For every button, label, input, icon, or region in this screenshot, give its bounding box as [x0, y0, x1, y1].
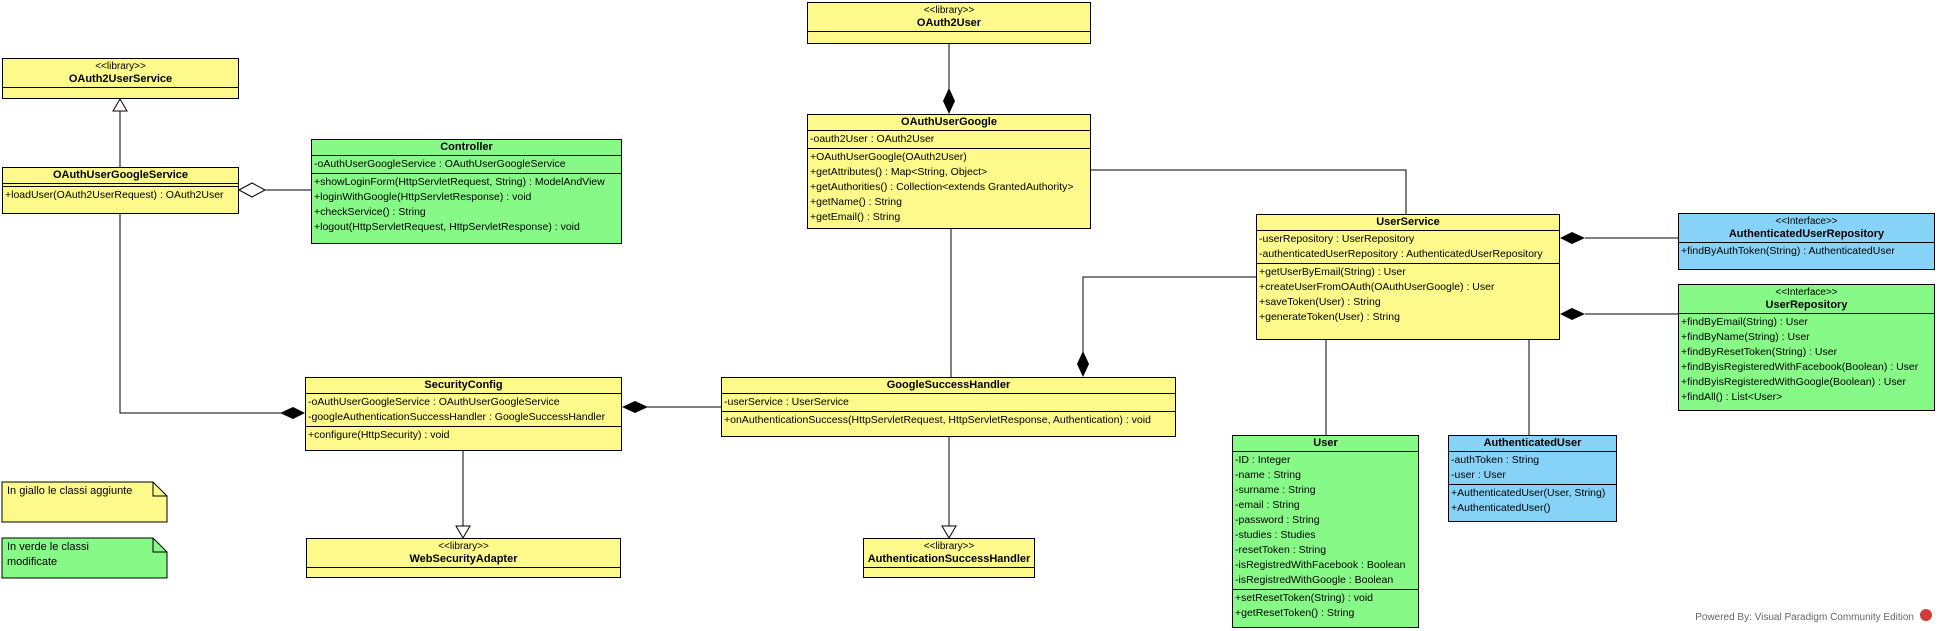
operation: +saveToken(User) : String [1259, 296, 1381, 308]
attribute: -isRegistredWithFacebook : Boolean [1235, 559, 1406, 571]
interface-userrepository: <<Interface>> UserRepository +findByEmai… [1678, 284, 1935, 411]
stereotype-label: <<library>> [923, 5, 975, 16]
interface-authenticateduserrepository: <<Interface>> AuthenticatedUserRepositor… [1678, 213, 1935, 270]
operation: +generateToken(User) : String [1259, 311, 1400, 323]
generalization-arrow [112, 98, 128, 112]
class-name: UserRepository [1765, 299, 1848, 311]
class-oauthusergoogleservice: OAuthUserGoogleService +loadUser(OAuth2U… [2, 167, 239, 214]
class-oauth2user: <<library>> OAuth2User [807, 2, 1091, 44]
operation: +getAttributes() : Map<String, Object> [810, 166, 988, 178]
operation: +getName() : String [810, 196, 902, 208]
class-name: AuthenticationSuccessHandler [867, 553, 1031, 565]
attribute: -ID : Integer [1235, 454, 1291, 466]
class-userservice: UserService -userRepository : UserReposi… [1256, 214, 1560, 340]
operation: +configure(HttpSecurity) : void [308, 429, 450, 441]
class-controller: Controller -oAuthUserGoogleService : OAu… [311, 139, 622, 244]
composition-diamond [622, 401, 648, 413]
note-green-shape [1, 537, 168, 579]
class-name: UserService [1376, 216, 1440, 228]
generalization-arrow [455, 525, 471, 539]
class-oauth2userservice: <<library>> OAuth2UserService [2, 58, 239, 99]
class-name: SecurityConfig [424, 379, 503, 391]
class-user: User -ID : Integer -name : String -surna… [1232, 435, 1419, 628]
attribute: -surname : String [1235, 484, 1316, 496]
composition-diamond [280, 407, 305, 419]
class-name: AuthenticatedUserRepository [1728, 228, 1885, 240]
composition-diamond [1077, 351, 1089, 377]
edge-userservice-handler [1082, 276, 1256, 352]
note-added-classes: In giallo le classi aggiunte [7, 485, 133, 497]
operation: +loginWithGoogle(HttpServletResponse) : … [314, 191, 532, 203]
operation: +findByEmail(String) : User [1681, 316, 1808, 328]
class-name: OAuthUserGoogleService [52, 169, 189, 181]
edge-service-securityconfig [119, 214, 282, 414]
stereotype-label: <<Interface>> [1775, 287, 1838, 298]
operation: +createUserFromOAuth(OAuthUserGoogle) : … [1259, 281, 1495, 293]
operation: +showLoginForm(HttpServletRequest, Strin… [314, 176, 605, 188]
operation: +loadUser(OAuth2UserRequest) : OAuth2Use… [5, 189, 224, 201]
footer-watermark: Powered By: Visual Paradigm Community Ed… [1695, 612, 1914, 623]
composition-diamond [1560, 308, 1585, 320]
edge-oauthusergoogle-userservice [1091, 169, 1407, 214]
attribute: -oAuthUserGoogleService : OAuthUserGoogl… [314, 158, 566, 170]
operation: +findByName(String) : User [1681, 331, 1810, 343]
class-name: GoogleSuccessHandler [886, 379, 1011, 391]
operation: +getEmail() : String [810, 211, 901, 223]
note-yellow-shape [1, 481, 168, 523]
composition-diamond [1560, 232, 1585, 244]
operation: +findAll() : List<User> [1681, 391, 1783, 403]
class-name: User [1313, 437, 1338, 449]
operation: +getUserByEmail(String) : User [1259, 266, 1406, 278]
stereotype-label: <<library>> [95, 61, 146, 72]
operation: +getResetToken() : String [1235, 607, 1355, 619]
operation: +AuthenticatedUser() [1451, 502, 1551, 514]
attribute: -oauth2User : OAuth2User [810, 133, 935, 145]
operation: +findByisRegisteredWithFacebook(Boolean)… [1681, 361, 1919, 373]
stereotype-label: <<library>> [923, 541, 975, 552]
operation: +OAuthUserGoogle(OAuth2User) [810, 151, 967, 163]
class-name: OAuth2UserService [68, 73, 173, 85]
operation: +logout(HttpServletRequest, HttpServletR… [314, 221, 580, 233]
class-authenticationsuccesshandler: <<library>> AuthenticationSuccessHandler [863, 538, 1035, 578]
attribute: -studies : Studies [1235, 529, 1316, 541]
operation: +getAuthorities() : Collection<extends G… [810, 181, 1074, 193]
stereotype-label: <<Interface>> [1775, 216, 1838, 227]
class-name: OAuthUserGoogle [901, 116, 997, 128]
attribute: -googleAuthenticationSuccessHandler : Go… [308, 411, 606, 423]
attribute: -oAuthUserGoogleService : OAuthUserGoogl… [308, 396, 560, 408]
class-oauthusergoogle: OAuthUserGoogle -oauth2User : OAuth2User… [807, 114, 1091, 229]
note-modified-classes: In verde le classi modificate [7, 541, 89, 568]
aggregation-diamond [237, 182, 267, 198]
class-securityconfig: SecurityConfig -oAuthUserGoogleService :… [305, 377, 622, 451]
operation: +onAuthenticationSuccess(HttpServletRequ… [724, 414, 1151, 426]
visual-paradigm-logo-icon [1920, 609, 1932, 621]
attribute: -authenticatedUserRepository : Authentic… [1259, 248, 1543, 260]
composition-diamond [943, 88, 955, 114]
operation: +setResetToken(String) : void [1235, 592, 1374, 604]
class-authenticateduser: AuthenticatedUser -authToken : String -u… [1448, 435, 1617, 522]
attribute: -email : String [1235, 499, 1300, 511]
operation: +findByAuthToken(String) : Authenticated… [1681, 245, 1895, 257]
stereotype-label: <<library>> [438, 541, 489, 552]
class-name: AuthenticatedUser [1483, 437, 1582, 449]
attribute: -resetToken : String [1235, 544, 1327, 556]
class-name: OAuth2User [916, 17, 982, 29]
attribute: -user : User [1451, 469, 1506, 481]
class-googlesuccesshandler: GoogleSuccessHandler -userService : User… [721, 377, 1176, 437]
attribute: -userRepository : UserRepository [1259, 233, 1415, 245]
attribute: -authToken : String [1451, 454, 1540, 466]
class-name: WebSecurityAdapter [409, 553, 518, 565]
class-websecurityadapter: <<library>> WebSecurityAdapter [306, 538, 621, 578]
class-name: Controller [440, 141, 493, 153]
operation: +AuthenticatedUser(User, String) [1451, 487, 1606, 499]
operation: +checkService() : String [314, 206, 426, 218]
operation: +findByisRegisteredWithGoogle(Boolean) :… [1681, 376, 1906, 388]
generalization-arrow [941, 525, 957, 539]
attribute: -isRegistredWithGoogle : Boolean [1235, 574, 1394, 586]
attribute: -password : String [1235, 514, 1320, 526]
attribute: -userService : UserService [724, 396, 849, 408]
operation: +findByResetToken(String) : User [1681, 346, 1838, 358]
attribute: -name : String [1235, 469, 1301, 481]
